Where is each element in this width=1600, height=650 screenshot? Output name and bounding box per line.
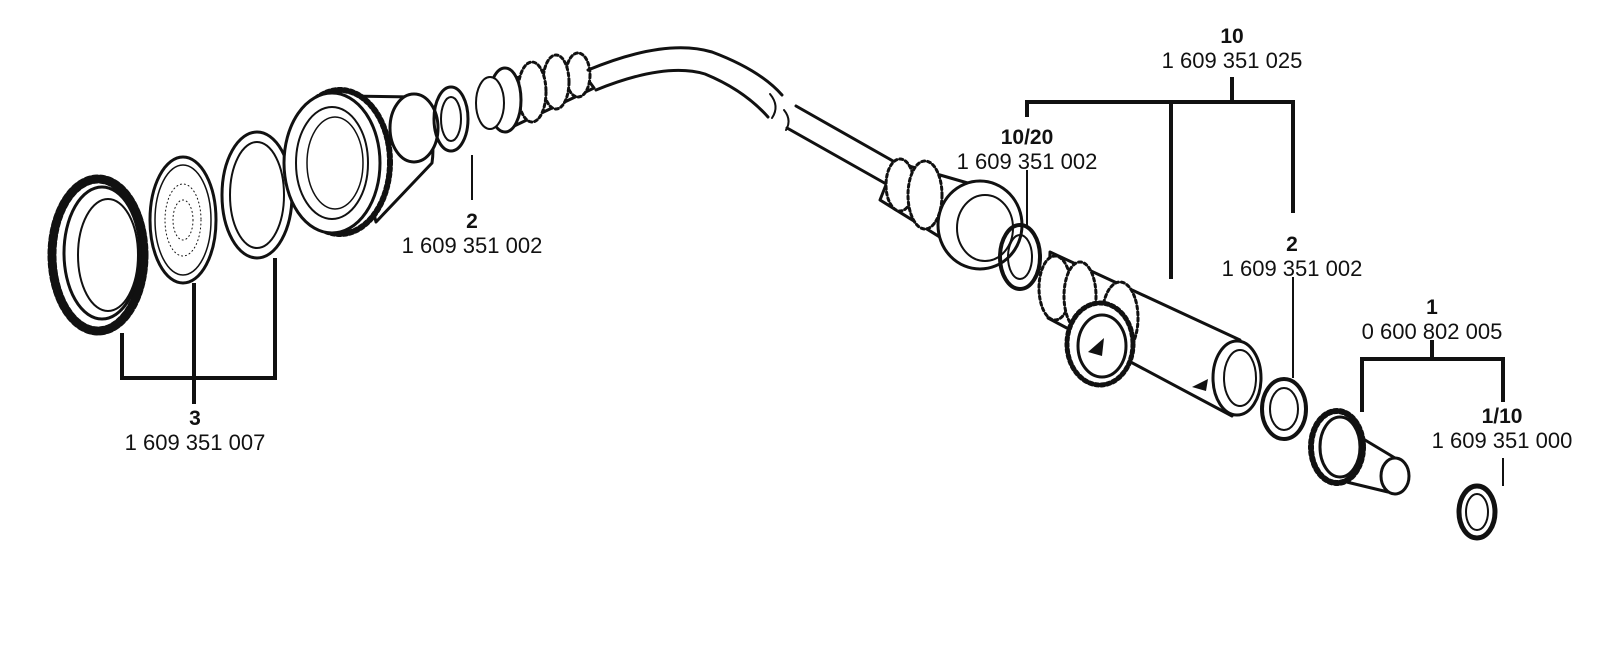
callout-1-10-part-number: 1 609 351 000 bbox=[1431, 428, 1573, 453]
callout-2-left: 2 1 609 351 002 bbox=[392, 211, 552, 257]
curved-tube bbox=[586, 46, 902, 187]
callout-1-part-number: 0 600 802 005 bbox=[1361, 319, 1503, 344]
callout-2-right-number: 2 bbox=[1286, 233, 1298, 256]
knurled-nut bbox=[47, 174, 149, 336]
callout-1-10: 1/10 1 609 351 000 bbox=[1422, 406, 1582, 452]
grip-coupling bbox=[878, 157, 1024, 271]
callout-10-20-number: 10/20 bbox=[1000, 126, 1054, 149]
hose-connector-top bbox=[475, 51, 596, 134]
callout-2-right-part-number: 1 609 351 002 bbox=[1221, 256, 1363, 281]
callout-lines bbox=[120, 77, 1505, 486]
callout-3: 3 1 609 351 007 bbox=[115, 408, 275, 454]
callout-10-part-number: 1 609 351 025 bbox=[1161, 48, 1303, 73]
callout-2-left-part-number: 1 609 351 002 bbox=[401, 233, 543, 258]
callout-1-number: 1 bbox=[1426, 296, 1438, 319]
callout-10-number: 10 bbox=[1220, 25, 1244, 48]
o-ring-right bbox=[1260, 377, 1308, 441]
callout-1-10-number: 1/10 bbox=[1481, 405, 1523, 428]
callout-3-number: 3 bbox=[189, 407, 201, 430]
valve-body bbox=[1037, 250, 1263, 418]
callout-2-left-number: 2 bbox=[466, 210, 478, 233]
callout-2-right: 2 1 609 351 002 bbox=[1212, 234, 1372, 280]
callout-10-20-part-number: 1 609 351 002 bbox=[956, 149, 1098, 174]
callout-10-20: 10/20 1 609 351 002 bbox=[947, 127, 1107, 173]
seal-1-10 bbox=[1456, 483, 1498, 541]
nozzle-housing bbox=[282, 87, 440, 237]
gasket-ring bbox=[220, 130, 294, 260]
o-ring-10-20 bbox=[998, 223, 1042, 291]
spray-disc bbox=[148, 155, 218, 285]
o-ring-left bbox=[432, 85, 470, 153]
callout-1: 1 0 600 802 005 bbox=[1352, 297, 1512, 343]
tap-connector bbox=[1308, 408, 1411, 496]
callout-10: 10 1 609 351 025 bbox=[1152, 26, 1312, 72]
callout-3-part-number: 1 609 351 007 bbox=[124, 430, 266, 455]
